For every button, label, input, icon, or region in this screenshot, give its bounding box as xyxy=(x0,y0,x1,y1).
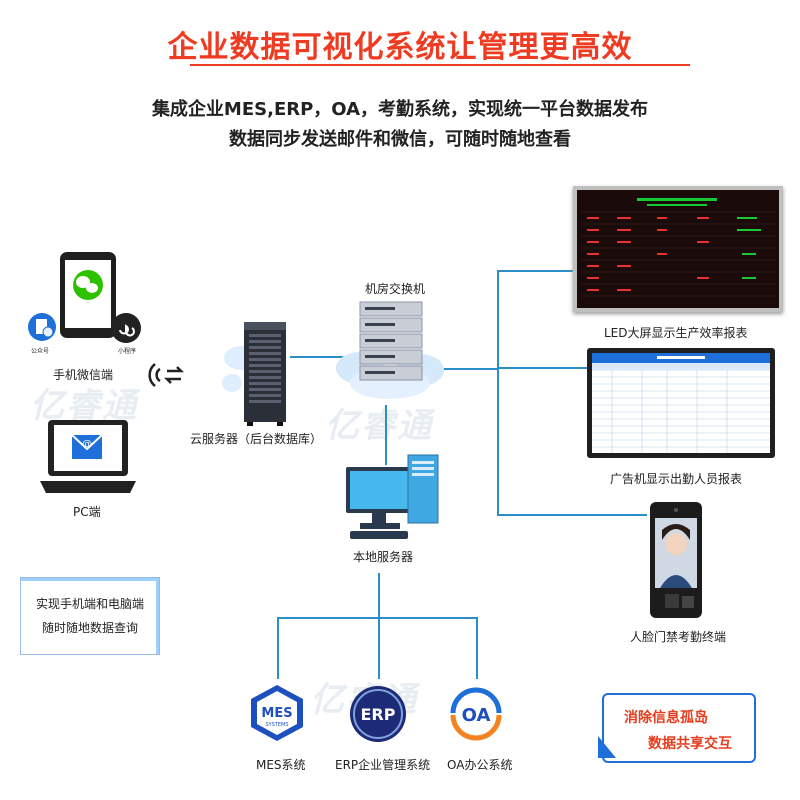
local-server xyxy=(342,447,442,542)
local-server-label: 本地服务器 xyxy=(353,550,414,564)
connector-line xyxy=(277,617,279,679)
connector-line xyxy=(290,356,345,358)
oa-label: OA办公系统 xyxy=(447,758,513,772)
ad-display xyxy=(587,348,775,458)
cloud-server-label: 云服务器（后台数据库） xyxy=(190,432,323,446)
query-line-2: 随时随地数据查询 xyxy=(41,621,138,635)
subtitle-line-2: 数据同步发送邮件和微信，可随时随地查看 xyxy=(229,129,571,150)
erp-logo-text: ERP xyxy=(361,705,396,724)
promo-box: 消除信息孤岛 数据共享交互 xyxy=(602,693,756,763)
mes-system-icon: MES SYSTEMS xyxy=(251,685,303,741)
mini-program-label: 小程序 xyxy=(118,348,137,355)
laptop-icon: @ xyxy=(40,420,136,493)
mini-program-icon xyxy=(110,312,142,344)
oa-logo: OA xyxy=(445,685,507,741)
server-rack-icon xyxy=(222,322,286,426)
wireless-signal-icon xyxy=(145,360,185,390)
attendance-report-icon xyxy=(592,353,770,453)
official-account-icon xyxy=(27,312,57,344)
svg-text:@: @ xyxy=(82,439,92,450)
erp-system-icon: ERP xyxy=(350,686,406,742)
connector-line xyxy=(440,368,498,370)
switch-label: 机房交换机 xyxy=(365,282,426,296)
mobile-label: 手机微信端 xyxy=(53,368,114,382)
network-switch-icon xyxy=(336,301,444,399)
page-title: 企业数据可视化系统让管理更高效 xyxy=(167,30,633,65)
face-terminal-label: 人脸门禁考勤终端 xyxy=(630,630,727,644)
subtitle-line-1: 集成企业MES,ERP，OA，考勤系统，实现统一平台数据发布 xyxy=(151,99,649,120)
ad-label: 广告机显示出勤人员报表 xyxy=(610,472,743,486)
official-account-label: 公众号 xyxy=(31,348,50,355)
erp-logo: ERP xyxy=(348,684,408,744)
laptop: @ xyxy=(38,417,138,497)
promo-line-2: 数据共享交互 xyxy=(648,736,732,752)
face-recognition-icon xyxy=(650,502,702,618)
mes-logo-text: MES xyxy=(261,706,292,721)
erp-label: ERP企业管理系统 xyxy=(335,758,431,772)
pc-label: PC端 xyxy=(73,505,101,519)
connector-line xyxy=(497,270,499,515)
title-underline xyxy=(190,64,690,66)
smartphone-icon xyxy=(60,252,116,338)
connector-line xyxy=(277,617,477,619)
connector-line xyxy=(378,573,380,618)
watermark: 亿睿通 xyxy=(325,406,433,446)
led-label: LED大屏显示生产效率报表 xyxy=(604,326,748,340)
face-terminal xyxy=(648,500,704,620)
mes-label: MES系统 xyxy=(256,758,306,772)
oa-logo-text: OA xyxy=(462,705,491,726)
arrow-decoration-icon xyxy=(596,732,620,762)
query-line-1: 实现手机端和电脑端 xyxy=(35,597,144,611)
connector-line xyxy=(378,617,380,679)
desktop-computer-icon xyxy=(346,454,439,539)
connector-line xyxy=(476,617,478,679)
led-report-icon xyxy=(577,190,779,308)
mes-logo: MES SYSTEMS xyxy=(247,683,307,743)
promo-line-1: 消除信息孤岛 xyxy=(624,710,708,726)
mes-logo-subtext: SYSTEMS xyxy=(265,722,288,728)
cloud-server xyxy=(222,318,297,428)
mobile-phone xyxy=(58,250,120,342)
watermark: 亿睿通 xyxy=(30,386,138,426)
led-display xyxy=(573,186,783,312)
query-feature-box: 实现手机端和电脑端 随时随地数据查询 xyxy=(20,577,160,655)
connector-line xyxy=(497,270,575,272)
connector-line xyxy=(385,405,387,465)
oa-system-icon: OA xyxy=(450,687,502,741)
server-switch xyxy=(335,298,445,403)
connector-line xyxy=(497,367,587,369)
connector-line xyxy=(497,514,647,516)
